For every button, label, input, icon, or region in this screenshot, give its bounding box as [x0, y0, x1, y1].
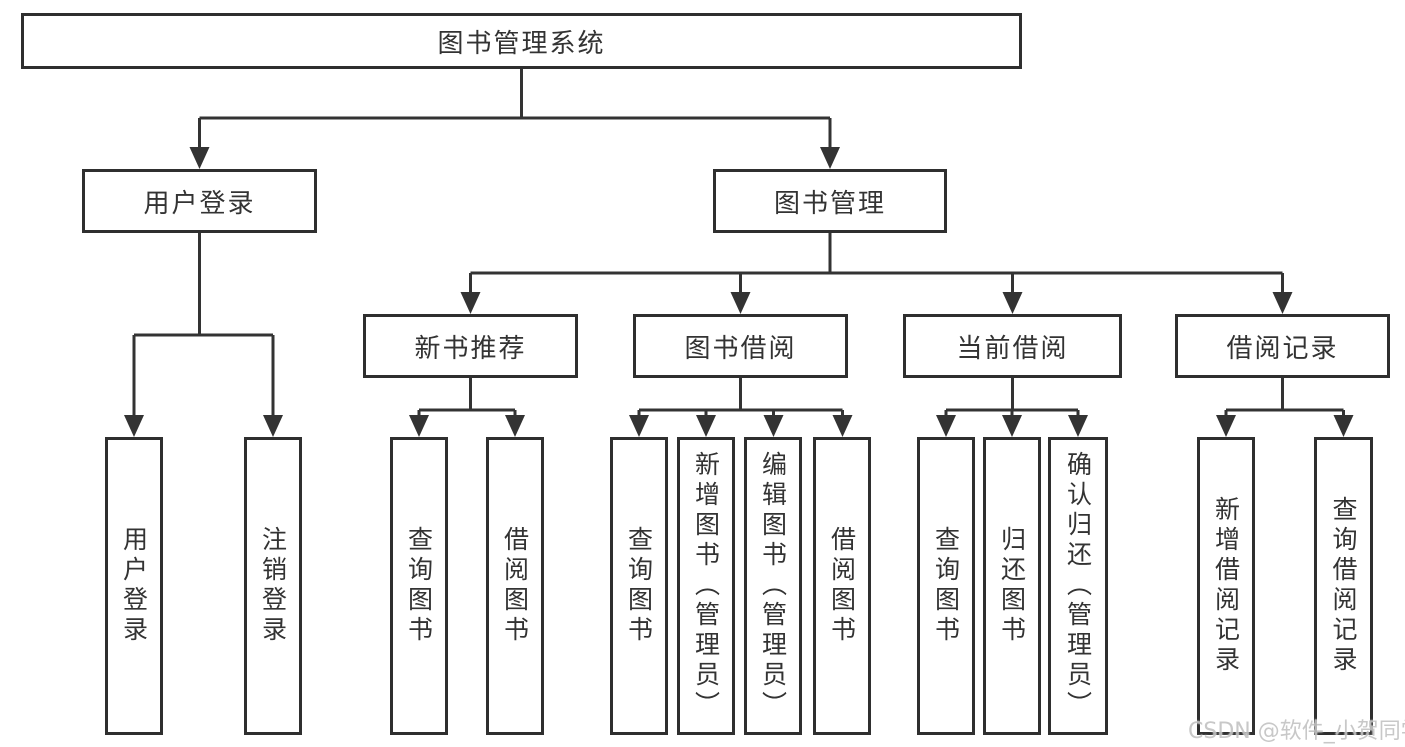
node-label: 确认归还（管理员） — [1063, 451, 1093, 721]
leaf-borrow-books: 借阅图书 — [813, 437, 871, 735]
node-label: 注销登录 — [258, 526, 288, 646]
node-label: 用户登录 — [143, 188, 256, 219]
node-label: 查询借阅记录 — [1329, 496, 1358, 676]
connector-root — [198, 69, 832, 150]
leaf-add-books-admin: 新增图书（管理员） — [677, 437, 735, 735]
node-label: 新书推荐 — [414, 333, 527, 364]
leaf-add-borrow-record: 新增借阅记录 — [1197, 437, 1255, 735]
node-root-library-system: 图书管理系统 — [21, 13, 1022, 69]
connector-book-borrow — [637, 378, 844, 418]
leaf-query-books-recommend: 查询图书 — [390, 437, 448, 735]
connector-current-borrow — [944, 378, 1080, 418]
leaf-query-borrow-record: 查询借阅记录 — [1314, 437, 1373, 735]
leaf-confirm-return-admin: 确认归还（管理员） — [1048, 437, 1108, 735]
node-label: 新增图书（管理员） — [691, 451, 721, 721]
csdn-watermark: CSDN @软件_小贺同学 — [1188, 719, 1405, 744]
node-user-login: 用户登录 — [82, 169, 317, 233]
node-borrow-records: 借阅记录 — [1175, 314, 1390, 378]
node-label: 图书管理系统 — [437, 28, 606, 59]
node-label: 编辑图书（管理员） — [758, 451, 788, 721]
leaf-user-login: 用户登录 — [105, 437, 163, 735]
node-current-borrow: 当前借阅 — [903, 314, 1122, 378]
leaf-query-books-current: 查询图书 — [917, 437, 975, 735]
connector-borrow-records — [1224, 378, 1345, 418]
node-label: 图书管理 — [773, 188, 886, 219]
leaf-borrow-books-recommend: 借阅图书 — [486, 437, 544, 735]
node-label: 当前借阅 — [956, 333, 1069, 364]
leaf-logout: 注销登录 — [244, 437, 302, 735]
node-label: 借阅图书 — [500, 526, 530, 646]
node-label: 图书借阅 — [684, 333, 797, 364]
node-book-management: 图书管理 — [713, 169, 947, 233]
leaf-query-books-borrow: 查询图书 — [610, 437, 668, 735]
connector-book-management — [469, 233, 1284, 295]
connector-user-login — [132, 233, 275, 418]
node-label: 借阅记录 — [1226, 333, 1339, 364]
node-label: 归还图书 — [997, 526, 1027, 646]
leaf-return-books: 归还图书 — [983, 437, 1041, 735]
leaf-edit-books-admin: 编辑图书（管理员） — [744, 437, 802, 735]
node-label: 查询图书 — [624, 526, 654, 646]
node-book-borrow: 图书借阅 — [633, 314, 848, 378]
node-label: 借阅图书 — [827, 526, 857, 646]
node-label: 查询图书 — [404, 526, 434, 646]
node-new-book-recommend: 新书推荐 — [363, 314, 578, 378]
node-label: 用户登录 — [119, 526, 149, 646]
node-label: 查询图书 — [931, 526, 961, 646]
connector-new-book — [417, 378, 517, 418]
node-label: 新增借阅记录 — [1211, 496, 1241, 676]
